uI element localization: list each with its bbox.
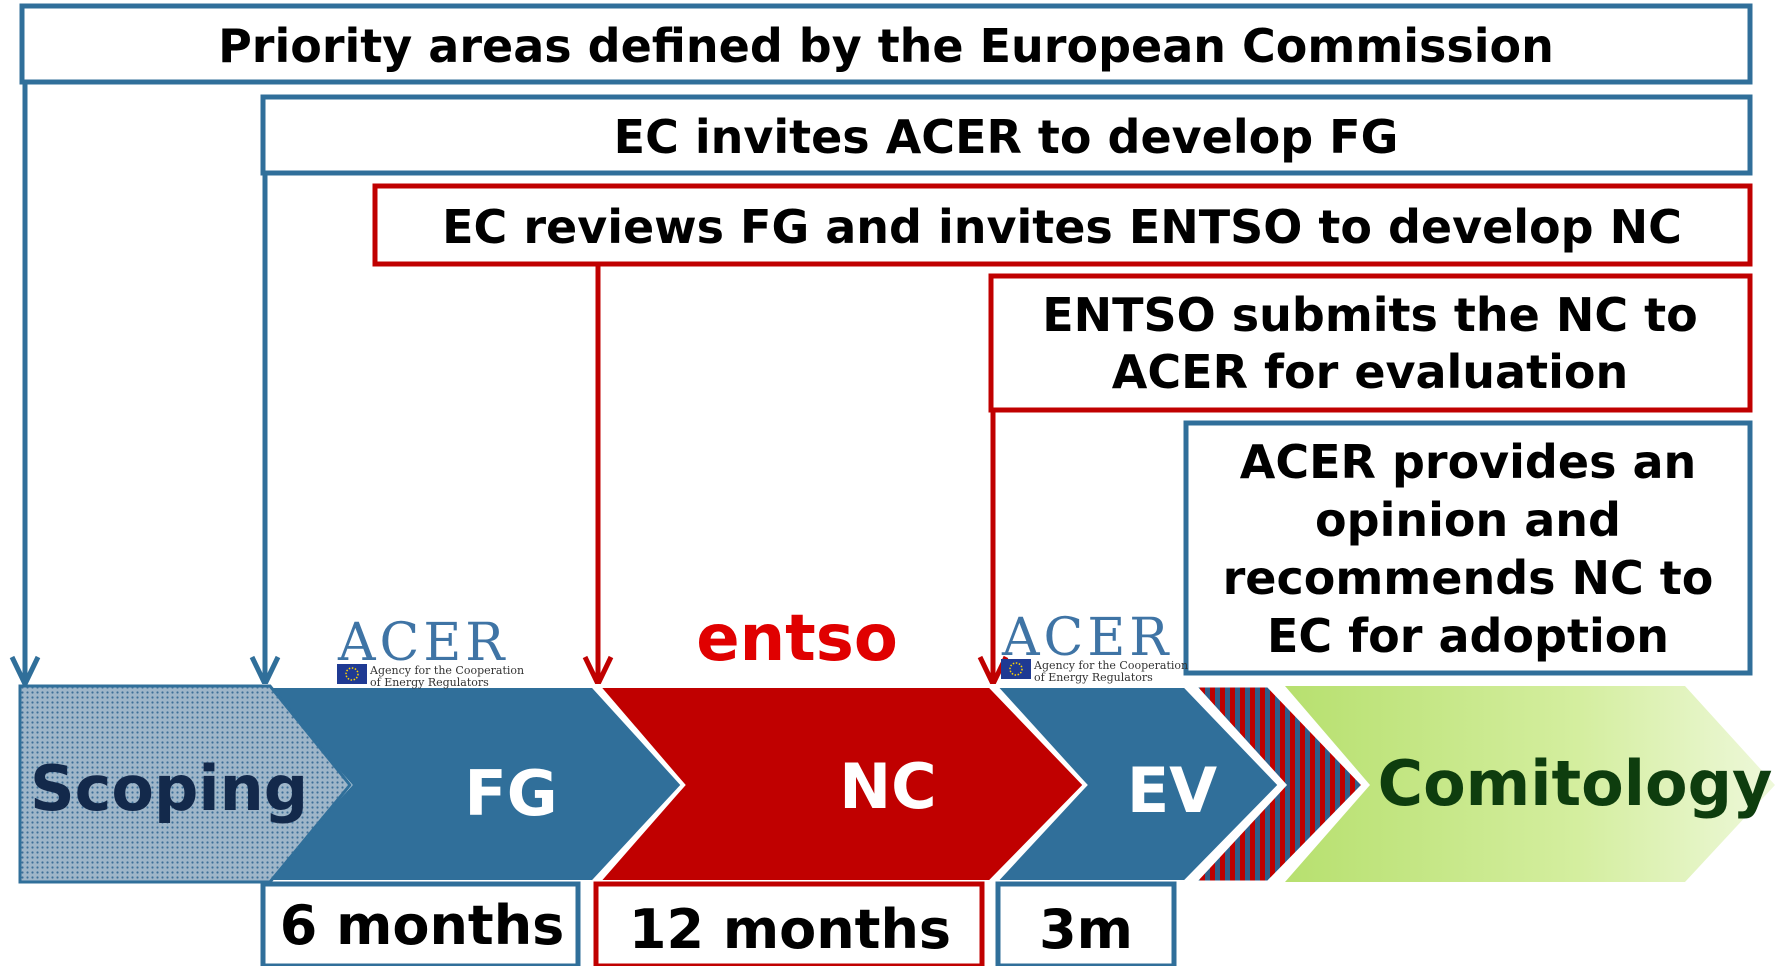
acer-logo-ev: ACER Agency for the Cooperation of Energ…	[1001, 608, 1188, 684]
duration-nc-box: 12 months	[593, 881, 985, 966]
acer-logo-fg-sub1: Agency for the Cooperation	[369, 664, 524, 677]
stage-transition-shape	[1191, 684, 1366, 884]
acer-logo-ev-name: ACER	[1001, 608, 1172, 668]
duration-ev-text: 3m	[1039, 898, 1133, 961]
submit-nc-box-line2: ACER for evaluation	[1112, 345, 1628, 399]
duration-fg-box: 6 months	[260, 881, 581, 966]
review-fg-box-text: EC reviews FG and invites ENTSO to devel…	[442, 200, 1682, 254]
submit-nc-box-line1: ENTSO submits the NC to	[1042, 288, 1698, 342]
arrow-review-to-nc	[582, 264, 614, 690]
opinion-box-line1: ACER provides an	[1240, 435, 1697, 489]
stage-scoping-label: Scoping	[30, 752, 308, 825]
review-fg-box: EC reviews FG and invites ENTSO to devel…	[372, 183, 1753, 267]
priority-box-text: Priority areas defined by the European C…	[218, 19, 1554, 73]
opinion-box-line4: EC for adoption	[1267, 609, 1669, 663]
acer-logo-fg: ACER Agency for the Cooperation of Energ…	[337, 613, 524, 689]
eu-flag-icon	[1001, 659, 1031, 679]
duration-nc-text: 12 months	[629, 898, 951, 961]
invite-acer-box: EC invites ACER to develop FG	[260, 94, 1753, 176]
opinion-box: ACER provides an opinion and recommends …	[1183, 420, 1753, 676]
arrow-invite-to-fg	[249, 173, 281, 690]
stage-comitology-label: Comitology	[1378, 747, 1773, 820]
acer-logo-ev-sub2: of Energy Regulators	[1034, 671, 1153, 684]
stage-comitology-shape	[1285, 686, 1775, 882]
opinion-box-line2: opinion and	[1315, 493, 1621, 547]
stage-scoping-shape	[18, 684, 352, 884]
eu-flag-icon	[337, 664, 367, 684]
acer-logo-fg-name: ACER	[337, 613, 508, 673]
priority-box: Priority areas defined by the European C…	[19, 3, 1753, 85]
duration-fg-text: 6 months	[280, 894, 565, 957]
submit-nc-box: ENTSO submits the NC to ACER for evaluat…	[988, 273, 1753, 413]
entso-logo: entso	[696, 602, 898, 676]
duration-ev-box: 3m	[995, 881, 1177, 966]
acer-logo-ev-sub1: Agency for the Cooperation	[1033, 659, 1188, 672]
arrow-priority-to-scoping	[9, 82, 41, 690]
stage-fg-label: FG	[464, 757, 557, 830]
stage-ev-label: EV	[1127, 754, 1217, 827]
stage-nc-label: NC	[839, 750, 936, 823]
invite-acer-box-text: EC invites ACER to develop FG	[614, 110, 1399, 164]
acer-logo-fg-sub2: of Energy Regulators	[370, 676, 489, 689]
opinion-box-line3: recommends NC to	[1223, 551, 1714, 605]
